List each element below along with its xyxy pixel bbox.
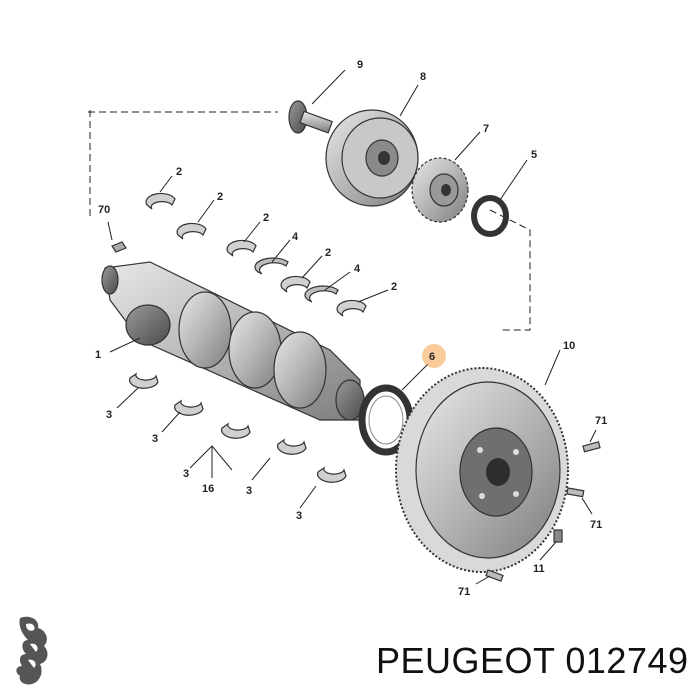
callout-3: 3 xyxy=(246,485,252,497)
callout-2: 2 xyxy=(176,166,182,178)
damper-pulley-part xyxy=(325,109,419,207)
callout-2: 2 xyxy=(325,247,331,259)
pulley-bolt-part xyxy=(288,100,334,134)
callout-labels: 9 8 7 5 70 2 2 2 2 2 4 4 1 6 10 3 3 3 3 … xyxy=(95,59,607,598)
callout-5: 5 xyxy=(531,149,537,161)
callout-3: 3 xyxy=(152,433,158,445)
flywheel-part xyxy=(395,367,569,573)
callout-2: 2 xyxy=(263,212,269,224)
callout-3: 3 xyxy=(296,510,302,522)
woodruff-key-part xyxy=(111,241,127,253)
callout-leaders xyxy=(107,69,597,585)
callout-71: 71 xyxy=(590,519,602,531)
callout-10: 10 xyxy=(563,340,575,352)
callout-3: 3 xyxy=(183,468,189,480)
timing-sprocket-part xyxy=(411,157,469,223)
callout-71: 71 xyxy=(458,586,470,598)
callout-2: 2 xyxy=(217,191,223,203)
callout-7: 7 xyxy=(483,123,489,135)
callout-71: 71 xyxy=(595,415,607,427)
callout-4: 4 xyxy=(354,263,361,275)
callout-1: 1 xyxy=(95,349,101,361)
highlight-circle xyxy=(422,344,446,368)
callout-4: 4 xyxy=(292,231,299,243)
flywheel-dowels-and-bolt xyxy=(485,441,601,582)
callout-70: 70 xyxy=(98,204,110,216)
dashed-assembly-frame xyxy=(88,110,531,331)
callout-2: 2 xyxy=(391,281,397,293)
callout-3: 3 xyxy=(106,409,112,421)
lower-bearing-shells xyxy=(128,372,347,483)
brand-part-number-caption: PEUGEOT 012749 xyxy=(376,640,689,681)
peugeot-lion-logo-icon xyxy=(16,616,48,685)
callout-6: 6 xyxy=(429,351,435,363)
callout-16: 16 xyxy=(202,483,214,495)
front-oil-seal-part xyxy=(471,195,509,237)
callout-8: 8 xyxy=(420,71,426,83)
callout-11: 11 xyxy=(533,563,545,575)
callout-9: 9 xyxy=(357,59,363,71)
upper-bearing-shells xyxy=(145,192,367,317)
